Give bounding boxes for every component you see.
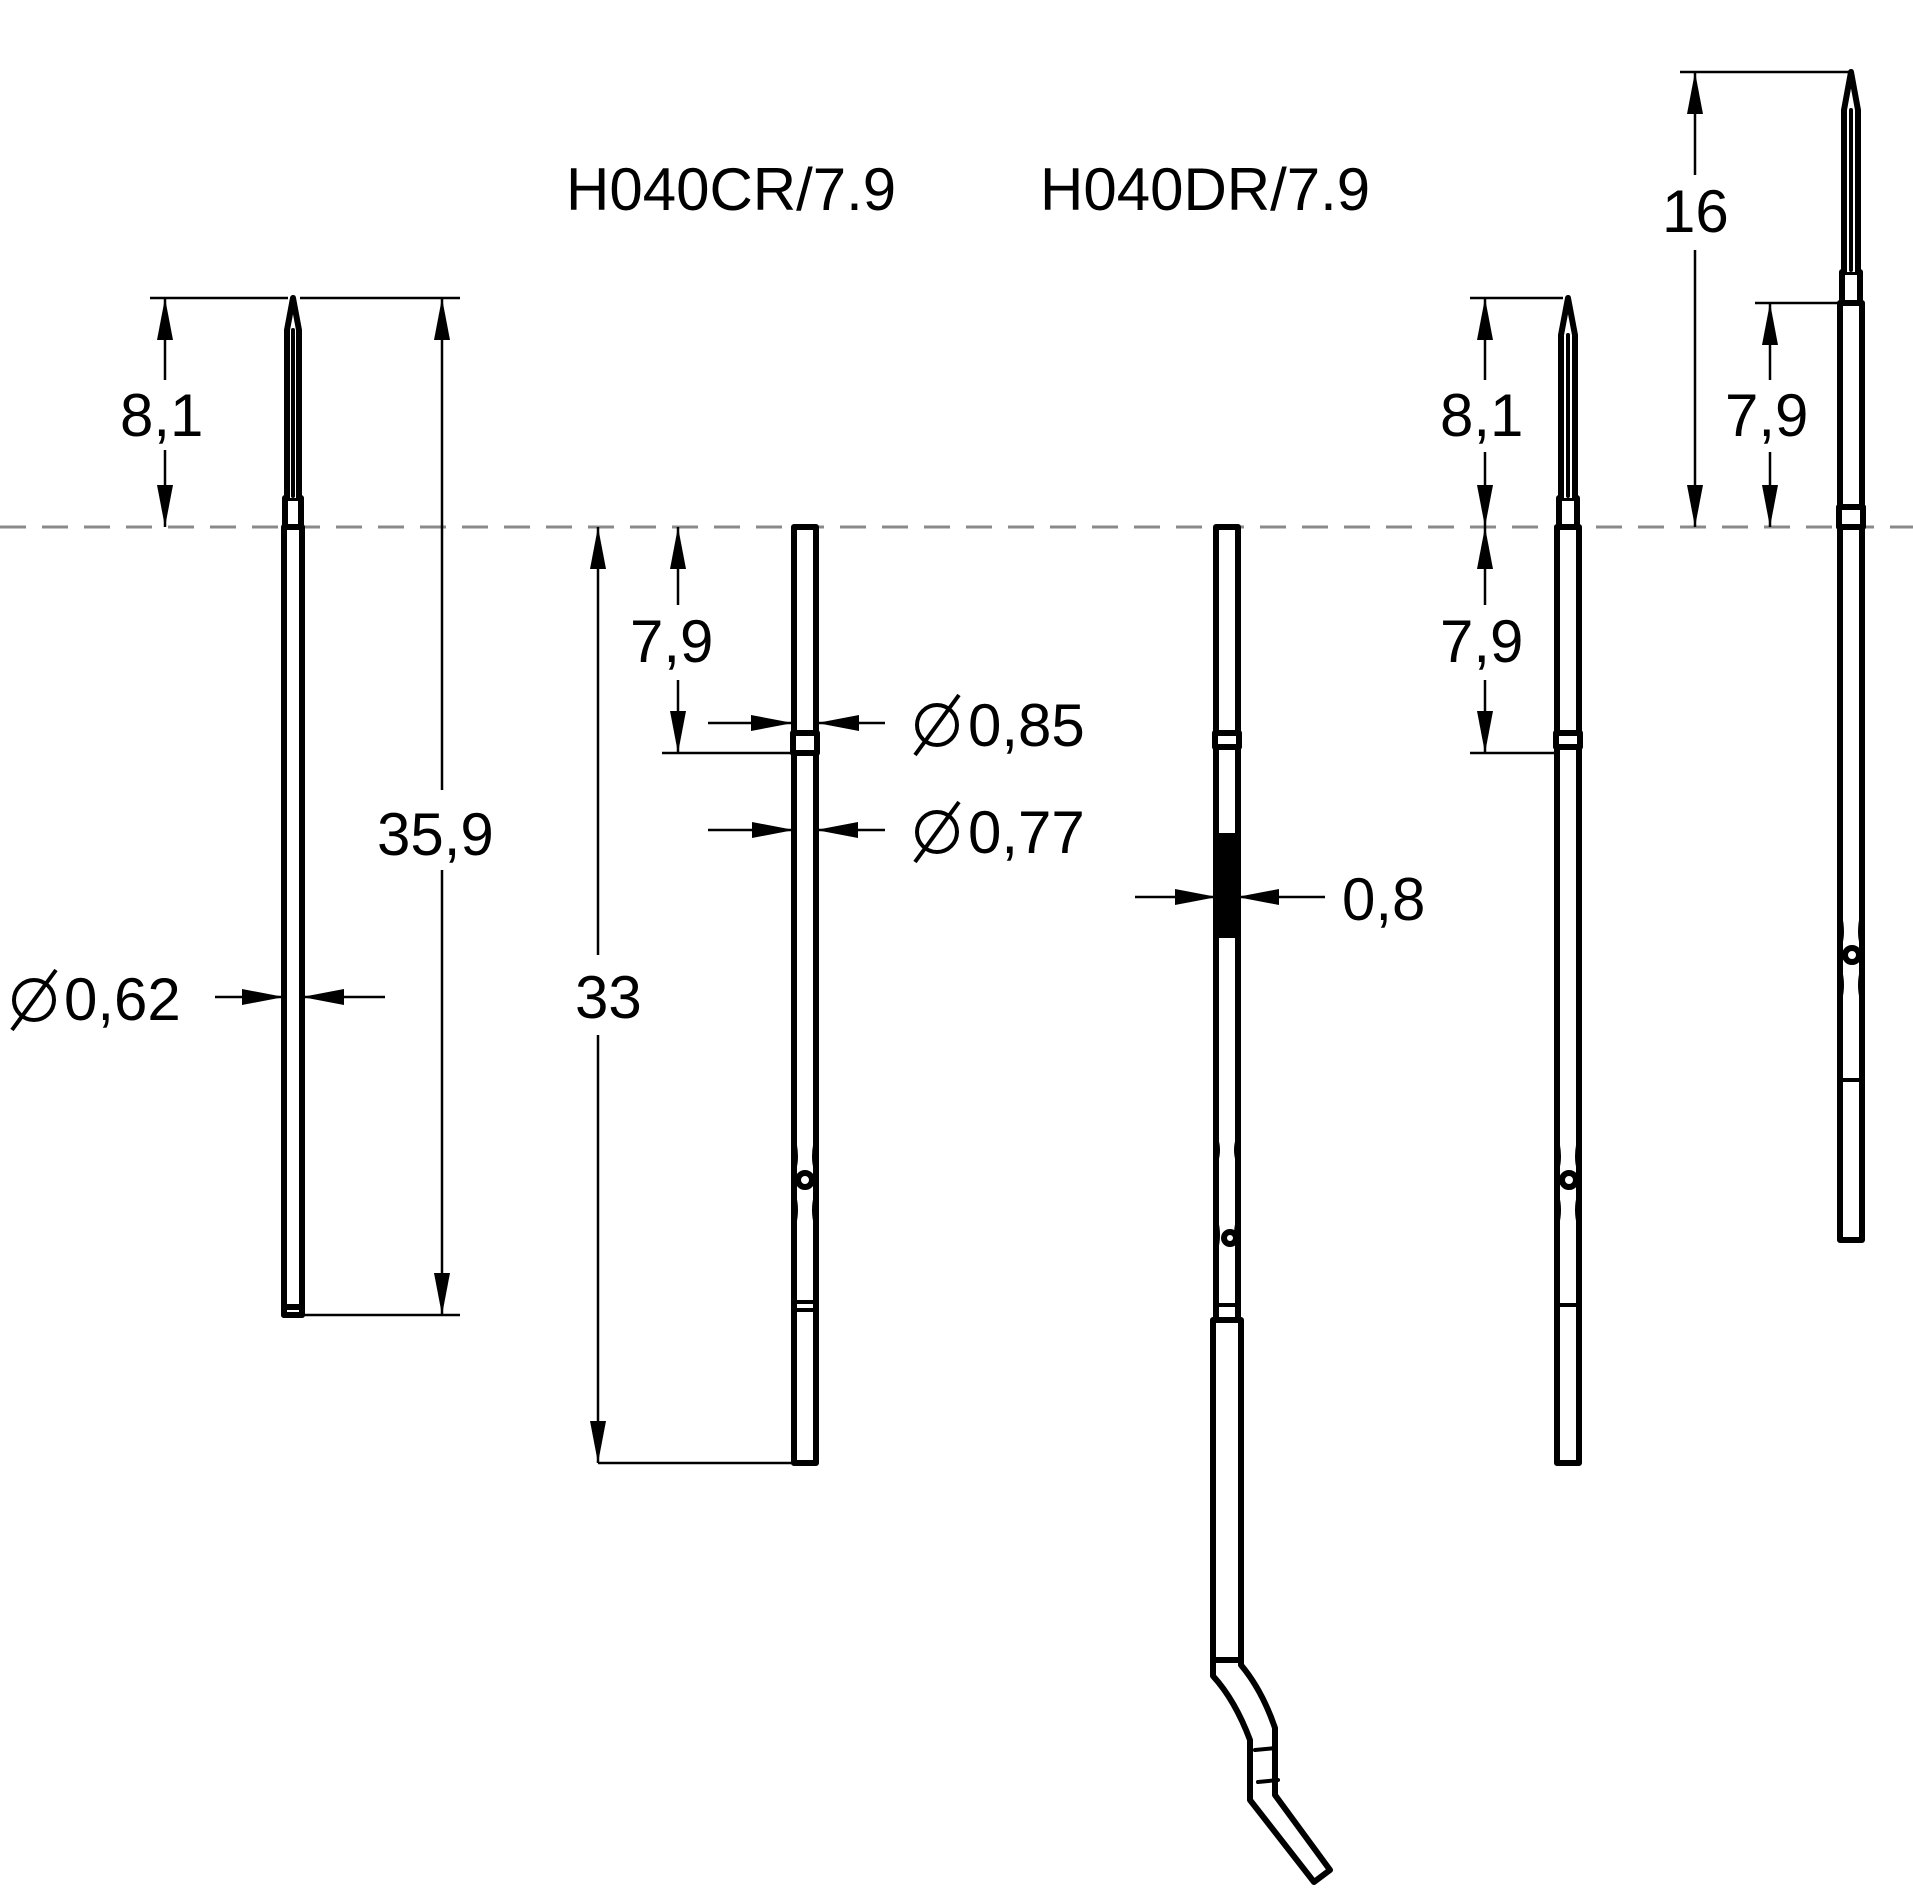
probe-pin-1 <box>281 295 305 1318</box>
dim-label-stroke-left: 7,9 <box>630 608 713 675</box>
dim-label-diameter-left: 0,62 <box>64 966 181 1033</box>
diameter-icon <box>10 968 58 1032</box>
dim-label-tip-right: 8,1 <box>1440 382 1523 449</box>
dim-diameter-collar <box>708 715 885 731</box>
dim-label-tip-left: 8,1 <box>120 382 203 449</box>
probe-pin-3 <box>1210 524 1333 1885</box>
dim-label-diameter-shaft: 0,77 <box>968 799 1085 866</box>
dim-diameter-shaft <box>708 822 885 838</box>
probe-pin-4 <box>1553 295 1583 1466</box>
dim-label-diameter-collar: 0,85 <box>968 692 1085 759</box>
dim-label-stroke-far-right: 7,9 <box>1725 382 1808 449</box>
dim-width-flat <box>1135 889 1325 905</box>
probe-pin-2 <box>790 524 820 1466</box>
dim-label-total-mid: 33 <box>575 964 642 1031</box>
model-label-left: H040CR/7.9 <box>566 156 896 223</box>
model-label-right: H040DR/7.9 <box>1040 156 1370 223</box>
dim-tip-length-left <box>150 296 288 527</box>
probe-pin-5 <box>1836 69 1866 1243</box>
diameter-icon <box>913 800 961 864</box>
dim-label-width-flat: 0,8 <box>1342 866 1425 933</box>
dim-label-overall-right: 16 <box>1662 178 1729 245</box>
dim-label-stroke-right: 7,9 <box>1440 608 1523 675</box>
dim-label-total-left: 35,9 <box>377 801 494 868</box>
dim-overall-right <box>1680 70 1850 527</box>
dim-diameter-left <box>215 989 385 1005</box>
diameter-icon <box>913 693 961 757</box>
